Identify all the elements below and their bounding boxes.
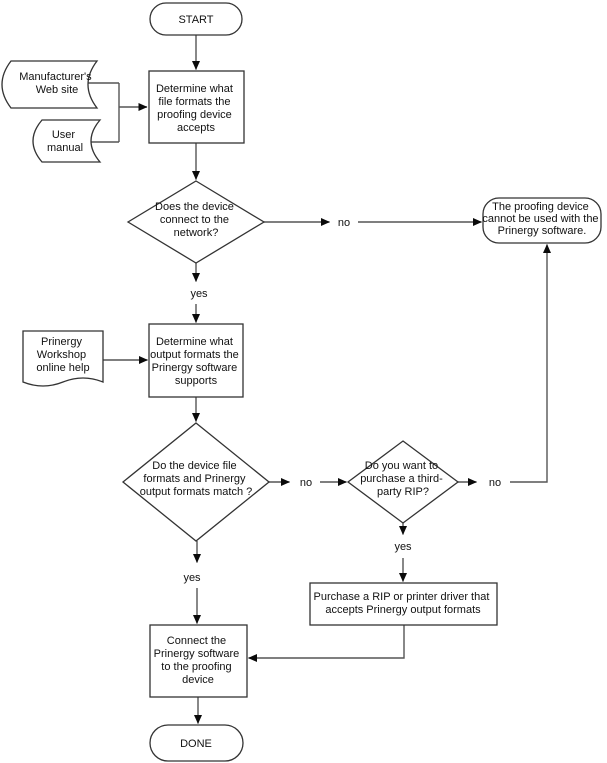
start-shape [149, 2, 243, 36]
determine-file-formats-shape [148, 70, 245, 144]
label-match-no: no [300, 477, 312, 489]
node-decision-network: Does the device connect to the network? [126, 180, 266, 264]
done-shape [149, 724, 244, 762]
node-stored-data-manufacturer-website: Manufacturer's Web site [1, 60, 99, 109]
label-network-no: no [338, 217, 350, 229]
node-terminator-cannot-use: The proofing device cannot be used with … [482, 197, 602, 244]
done-text: DONE [180, 738, 212, 750]
formats-match-shape [121, 422, 271, 542]
manufacturer-website-text: Manufacturer's Web site [19, 71, 94, 96]
network-decision-shape [126, 180, 266, 264]
node-stored-data-user-manual: User manual [32, 119, 102, 163]
user-manual-text: User manual [47, 129, 83, 154]
user-manual-shape [32, 119, 102, 163]
online-help-shape [22, 330, 104, 387]
connect-software-text: Connect the Prinergy software to the pro… [154, 635, 243, 686]
third-party-rip-text: Do you want to purchase a third- party R… [360, 460, 446, 498]
manufacturer-website-shape [1, 60, 99, 109]
node-done-terminator: DONE [149, 724, 244, 762]
node-process-determine-output-formats: Determine what output formats the Priner… [148, 323, 244, 398]
edge-rip-no-b [510, 244, 551, 483]
label-rip-no: no [489, 477, 501, 489]
online-help-text: Prinergy Workshop online help [36, 336, 89, 374]
node-process-purchase-rip: Purchase a RIP or printer driver that ac… [309, 582, 498, 626]
node-start-terminator: START [149, 2, 243, 36]
node-process-determine-file-formats: Determine what file formats the proofing… [148, 70, 245, 144]
node-decision-third-party-rip: Do you want to purchase a third- party R… [346, 440, 460, 524]
determine-output-formats-text: Determine what output formats the Priner… [150, 336, 242, 387]
node-document-online-help: Prinergy Workshop online help [22, 330, 104, 387]
determine-output-formats-shape [148, 323, 244, 398]
network-decision-text: Does the device connect to the network? [155, 201, 237, 239]
purchase-rip-text: Purchase a RIP or printer driver that ac… [314, 591, 493, 616]
cannot-use-text: The proofing device cannot be used with … [482, 201, 601, 237]
edges [84, 35, 551, 724]
node-process-connect-software: Connect the Prinergy software to the pro… [149, 624, 248, 698]
edge-labels: no yes no no yes yes [183, 217, 501, 584]
label-match-yes: yes [183, 572, 201, 584]
edge-purchase-to-connect [248, 625, 405, 662]
cannot-use-shape [482, 197, 602, 244]
start-text: START [178, 14, 213, 26]
third-party-rip-shape [346, 440, 460, 524]
node-decision-formats-match: Do the device file formats and Prinergy … [121, 422, 271, 542]
purchase-rip-shape [309, 582, 498, 626]
connect-software-shape [149, 624, 248, 698]
label-rip-yes: yes [394, 541, 412, 553]
label-network-yes: yes [190, 288, 208, 300]
determine-file-formats-text: Determine what file formats the proofing… [156, 83, 236, 134]
formats-match-text: Do the device file formats and Prinergy … [140, 460, 253, 498]
